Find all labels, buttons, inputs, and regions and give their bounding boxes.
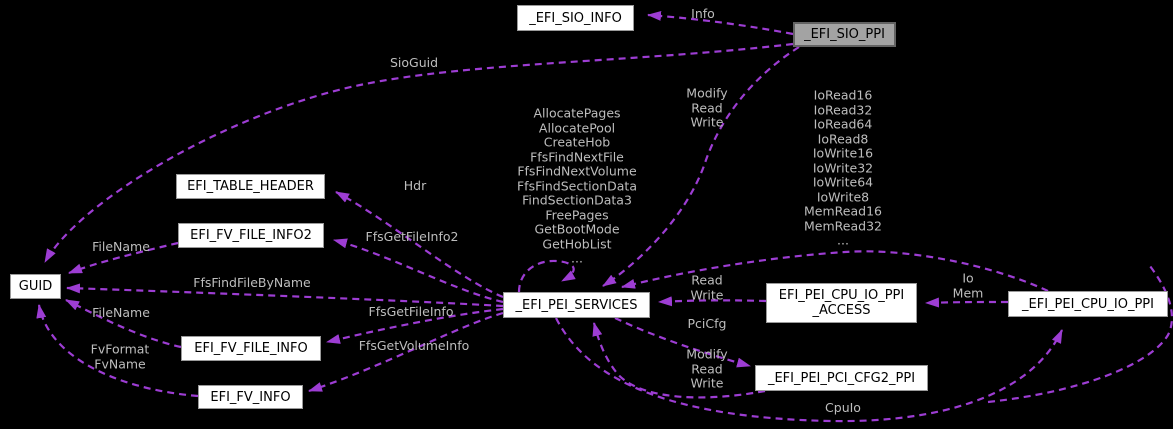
edge-info: [647, 10, 794, 36]
node-efi-table-header[interactable]: EFI_TABLE_HEADER: [176, 174, 325, 199]
node-efi-fv-file-info2[interactable]: EFI_FV_FILE_INFO2: [178, 223, 324, 248]
edge-cpuio: [555, 317, 1063, 423]
edge-pcicfg: [614, 317, 751, 368]
edge-label-pei-services-self-members: AllocatePages AllocatePool CreateHob Ffs…: [516, 105, 638, 266]
edge-filename-info2: [68, 241, 179, 275]
edge-label-ioread-iowrite-memread: IoRead16 IoRead32 IoRead64 IoRead8 IoWri…: [804, 87, 882, 248]
edge-label-ffsgetfileinfo2: FfsGetFileInfo2: [365, 228, 459, 244]
edge-label-pci-modify-read-write: Modify Read Write: [686, 346, 728, 391]
edge-ffsfindfilebyname: [66, 283, 504, 308]
edge-label-info: Info: [691, 5, 715, 21]
node-efi-pei-cpu-io-ppi[interactable]: _EFI_PEI_CPU_IO_PPI: [1008, 291, 1168, 317]
edge-sioguid: [44, 42, 794, 263]
edge-sio-to-services: [602, 46, 800, 287]
edge-label-sioguid: SioGuid: [389, 54, 439, 70]
edge-services-self-loop: [517, 259, 576, 293]
edge-label-ffsgetfileinfo: FfsGetFileInfo: [368, 303, 454, 319]
edge-label-ffsgetvolumeinfo: FfsGetVolumeInfo: [358, 337, 470, 353]
edge-label-hdr: Hdr: [403, 177, 427, 193]
node-efi-fv-info[interactable]: EFI_FV_INFO: [198, 385, 303, 409]
edge-label-filename-lower: FileName: [92, 304, 150, 320]
edge-right-margin-spline: [987, 265, 1173, 404]
node-efi-pei-pci-cfg2-ppi[interactable]: _EFI_PEI_PCI_CFG2_PPI: [755, 365, 928, 391]
edge-label-fvformat-fvname: FvFormat FvName: [90, 341, 150, 371]
node-efi-pei-services[interactable]: _EFI_PEI_SERVICES: [503, 292, 650, 318]
edge-label-pcicfg: PciCfg: [687, 315, 727, 331]
node-efi-fv-file-info[interactable]: EFI_FV_FILE_INFO: [181, 336, 321, 361]
edge-pci-to-services: [592, 322, 766, 399]
node-efi-sio-info[interactable]: _EFI_SIO_INFO: [517, 5, 634, 31]
edge-ffsgetfileinfo2: [333, 238, 504, 304]
edge-label-io-mem: Io Mem: [952, 270, 984, 300]
edge-access-to-services: [658, 296, 767, 307]
edge-label-ffsfindfilebyname: FfsFindFileByName: [193, 274, 311, 290]
node-efi-pei-cpu-io-ppi-access[interactable]: EFI_PEI_CPU_IO_PPI _ACCESS: [766, 283, 917, 323]
edge-ffsgetfileinfo: [326, 307, 504, 344]
edge-cpuio-to-services: [621, 250, 1049, 292]
edge-label-sio-modify-read-write: Modify Read Write: [686, 85, 728, 130]
edge-label-filename-upper: FileName: [92, 238, 150, 254]
node-efi-sio-ppi-current[interactable]: _EFI_SIO_PPI: [793, 22, 896, 47]
edge-label-cpuio: CpuIo: [825, 399, 861, 415]
edge-label-read-write: Read Write: [690, 272, 724, 302]
node-guid[interactable]: GUID: [10, 274, 61, 299]
edge-io-mem: [925, 297, 1009, 308]
edge-hdr: [335, 191, 504, 299]
edge-filename-info: [65, 299, 182, 349]
edge-fvformat-fvname: [36, 304, 199, 398]
